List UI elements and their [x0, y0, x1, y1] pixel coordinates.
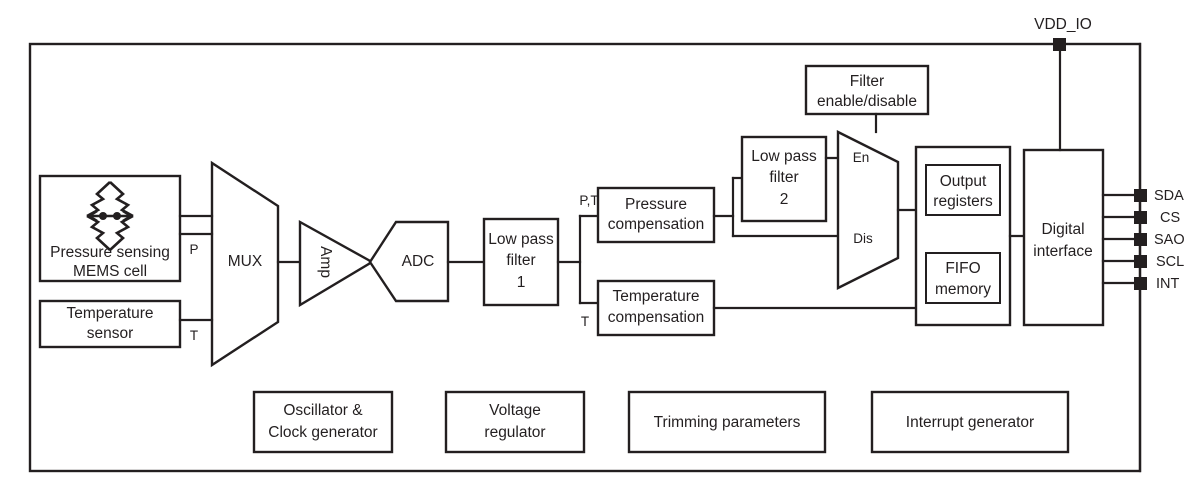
pressure-sensing-mems-cell-block: [38, 174, 182, 283]
temperature-sensor-label-line2: sensor: [87, 325, 134, 342]
adc-label: ADC: [402, 253, 435, 270]
pressure-compensation-block: [596, 186, 716, 244]
vddio-pad: [1053, 38, 1066, 51]
interrupt-generator-label: Interrupt generator: [906, 414, 1034, 431]
temperature-tap-label: T: [190, 328, 198, 343]
pin-label-cs: CS: [1160, 210, 1180, 226]
lpf2-label-line1: Low pass: [751, 148, 817, 165]
pin-label-int: INT: [1156, 276, 1180, 292]
pin-pad-sao: [1134, 233, 1147, 246]
oscillator-clock-generator-block: [252, 390, 394, 454]
voltage-regulator-label-line2: regulator: [484, 424, 545, 441]
input-mux-block: [210, 160, 280, 368]
amplifier-block: [298, 219, 375, 308]
filter-mux-enable-label: En: [853, 150, 870, 165]
filter-control-label-line2: enable/disable: [817, 93, 917, 110]
adc-block: [368, 220, 450, 303]
temp-comp-label-line2: compensation: [608, 309, 705, 326]
output-registers-block: [925, 164, 1001, 216]
wheatstone-bridge-icon: [86, 181, 134, 251]
temperature-compensation-block: [596, 279, 716, 337]
pressure-cell-label-line1: Pressure sensing: [50, 244, 170, 261]
interrupt-generator-block: [870, 390, 1070, 454]
pin-pad-int: [1134, 277, 1147, 290]
fifo-memory-block: [925, 252, 1001, 304]
oscillator-label-line1: Oscillator &: [283, 402, 363, 419]
lpf2-label-line2: filter: [769, 169, 798, 186]
lpf1-label-line3: 1: [517, 274, 526, 291]
pressure-cell-label-line2: MEMS cell: [73, 263, 147, 280]
digital-interface-block: [1022, 148, 1105, 327]
pressure-tap-label: P: [189, 242, 198, 257]
fifo-memory-label-line1: FIFO: [945, 260, 980, 277]
pin-pad-sda: [1134, 189, 1147, 202]
output-registers-label-line1: Output: [940, 173, 987, 190]
pressure-comp-label-line2: compensation: [608, 216, 705, 233]
pin-label-sda: SDA: [1154, 188, 1184, 204]
temperature-sensor-label-line1: Temperature: [66, 305, 153, 322]
amplifier-label: Amp: [317, 246, 334, 278]
fifo-memory-label-line2: memory: [935, 281, 991, 298]
temp-comp-label-line1: Temperature: [612, 288, 699, 305]
digital-interface-label-line2: interface: [1033, 243, 1092, 260]
digital-interface-label-line1: Digital: [1041, 221, 1084, 238]
input-mux-label: MUX: [228, 253, 263, 270]
filter-mux-block: [836, 130, 900, 290]
filter-control-label-line1: Filter: [850, 73, 884, 90]
pin-label-sao: SAO: [1154, 232, 1185, 248]
split-label-t: T: [581, 314, 589, 329]
voltage-regulator-label-line1: Voltage: [489, 402, 541, 419]
pin-label-scl: SCL: [1156, 254, 1184, 270]
filter-mux-disable-label: Dis: [853, 231, 873, 246]
output-registers-label-line2: registers: [933, 193, 993, 210]
vddio-label: VDD_IO: [1034, 16, 1092, 33]
voltage-regulator-block: [444, 390, 586, 454]
pressure-comp-label-line1: Pressure: [625, 196, 687, 213]
temperature-sensor-block: [38, 299, 182, 349]
lpf2-label-line3: 2: [780, 191, 789, 208]
pin-pad-scl: [1134, 255, 1147, 268]
low-pass-filter-1-block: [482, 217, 560, 307]
lpf1-label-line2: filter: [506, 252, 535, 269]
lpf1-label-line1: Low pass: [488, 231, 554, 248]
low-pass-filter-2-block: [740, 135, 828, 223]
trimming-parameters-block: [627, 390, 827, 454]
filter-enable-disable-block: [804, 64, 930, 116]
trimming-parameters-label: Trimming parameters: [654, 414, 801, 431]
oscillator-label-line2: Clock generator: [268, 424, 377, 441]
pin-pad-cs: [1134, 211, 1147, 224]
split-label-pt: P,T: [579, 193, 598, 208]
